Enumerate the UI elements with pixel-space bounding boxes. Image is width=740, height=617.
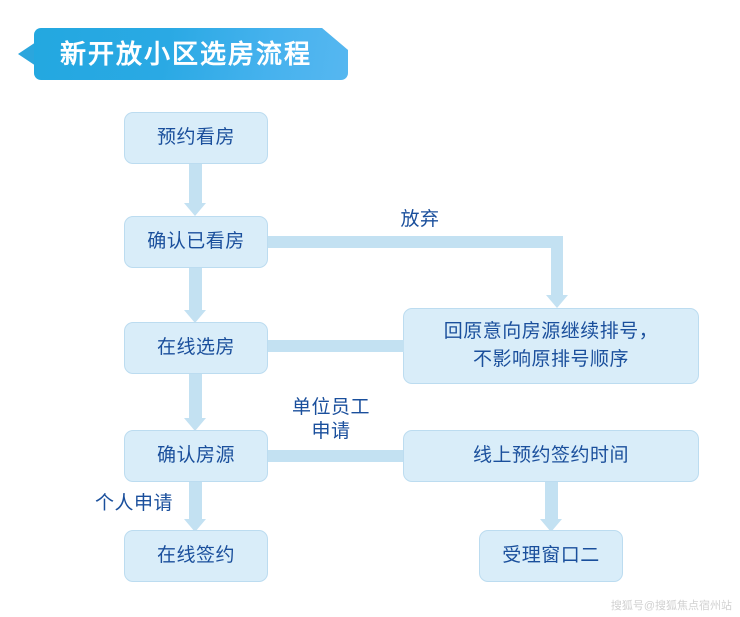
edge-label-personal-apply: 个人申请 [94, 493, 173, 514]
node-confirm-viewed[interactable]: 确认已看房 [124, 216, 268, 268]
connector-online-select-to-requeue [268, 340, 404, 352]
connector-abandon-vertical [551, 236, 563, 298]
node-online-booking[interactable]: 线上预约签约时间 [403, 430, 699, 482]
connector-confirm-unit-to-online-sign [189, 482, 202, 522]
node-requeue-line2: 不影响原排号顺序 [472, 349, 629, 370]
arrowhead-confirm-unit-to-online-sign [184, 519, 206, 532]
connector-abandon-horizontal [268, 236, 563, 248]
arrowhead-confirm-viewed-to-online-select [184, 310, 206, 323]
banner-arrow-icon [18, 42, 36, 66]
arrowhead-online-select-to-confirm-unit [184, 418, 206, 431]
banner-body: 新开放小区选房流程 [34, 28, 348, 80]
page-title: 新开放小区选房流程 [60, 39, 313, 69]
arrowhead-appointment-to-confirm-viewed [184, 203, 206, 216]
edge-label-abandon: 放弃 [400, 209, 440, 230]
connector-confirm-unit-to-online-booking [268, 450, 404, 462]
connector-online-select-to-confirm-unit [189, 374, 202, 422]
node-service-window[interactable]: 受理窗口二 [479, 530, 623, 582]
title-banner: 新开放小区选房流程 [18, 28, 348, 80]
node-appointment[interactable]: 预约看房 [124, 112, 268, 164]
node-online-select[interactable]: 在线选房 [124, 322, 268, 374]
banner-fold-cut-icon [322, 28, 348, 50]
node-confirm-unit[interactable]: 确认房源 [124, 430, 268, 482]
connector-online-booking-to-service-window [545, 482, 558, 522]
connector-appointment-to-confirm-viewed [189, 164, 202, 206]
arrowhead-abandon [546, 295, 568, 308]
edge-label-employee-apply: 单位员工 申请 [291, 397, 370, 442]
watermark: 搜狐号@搜狐焦点宿州站 [610, 600, 732, 612]
connector-confirm-viewed-to-online-select [189, 268, 202, 314]
node-requeue[interactable]: 回原意向房源继续排号， 不影响原排号顺序 [403, 308, 699, 384]
node-online-sign[interactable]: 在线签约 [124, 530, 268, 582]
node-requeue-line1: 回原意向房源继续排号， [443, 321, 659, 343]
arrowhead-online-booking-to-service-window [540, 519, 562, 532]
